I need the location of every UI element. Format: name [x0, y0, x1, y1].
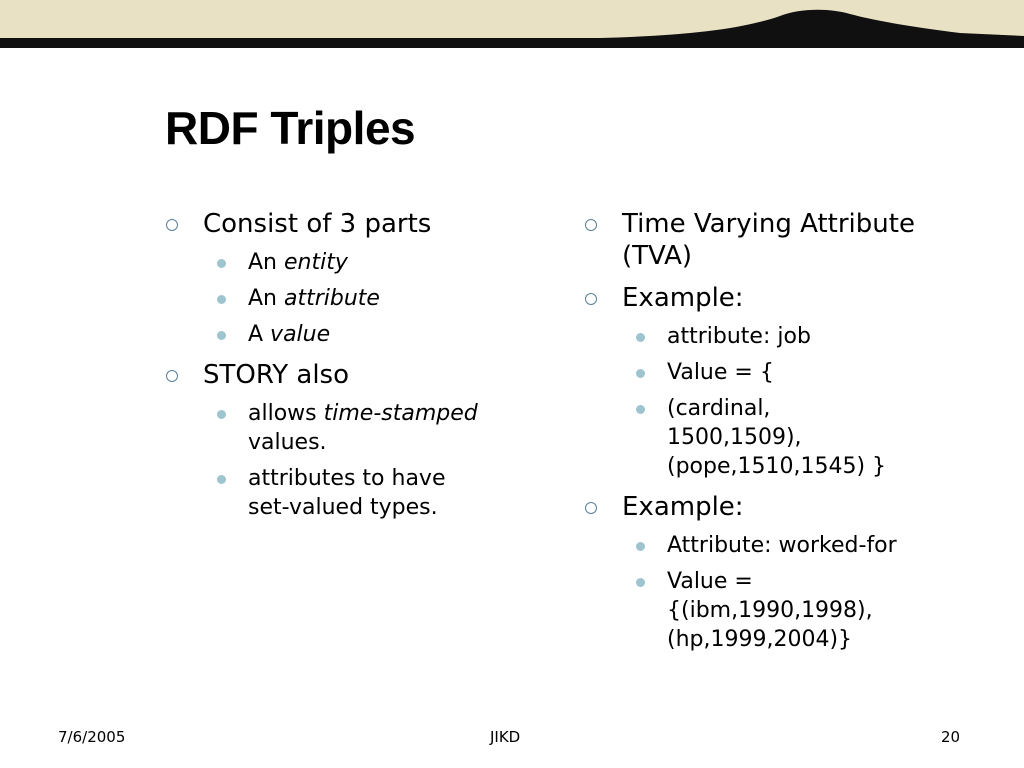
bullet-consist-of-3-parts: Consist of 3 parts An entity An attribut… [162, 208, 562, 349]
hollow-circle-bullet-icon [166, 370, 178, 382]
sub-bullet-ibm-hp: Value = {(ibm,1990,1998), (hp,1999,2004)… [622, 567, 981, 654]
slide-title: RDF Triples [165, 102, 416, 154]
bullet-text: Example: [622, 492, 744, 522]
sub-bullet-prefix: allows [248, 401, 324, 426]
sub-bullet-entity: An entity [203, 248, 562, 277]
filled-dot-bullet-icon [636, 542, 645, 551]
footer-center-label: JIKD [490, 728, 521, 746]
sub-bullet-line-2: {(ibm,1990,1998), [667, 598, 873, 623]
header-landscape-banner [0, 0, 1024, 48]
filled-dot-bullet-icon [217, 331, 226, 340]
sub-bullet-emphasis: time-stamped [323, 401, 478, 426]
hollow-circle-bullet-icon [585, 502, 597, 514]
hollow-circle-bullet-icon [166, 219, 178, 231]
bullet-line-2: (TVA) [622, 241, 693, 271]
filled-dot-bullet-icon [217, 475, 226, 484]
hollow-circle-bullet-icon [585, 219, 597, 231]
bullet-example-job: Example: attribute: job Value = { (cardi… [581, 282, 981, 481]
sub-bullet-attribute-job: attribute: job [622, 322, 981, 351]
sub-bullet-list: attribute: job Value = { (cardinal, 1500… [622, 322, 981, 481]
filled-dot-bullet-icon [636, 405, 645, 414]
bullet-line-1: Time Varying Attribute [622, 209, 915, 239]
sub-bullet-attribute: An attribute [203, 284, 562, 313]
sub-bullet-value: A value [203, 320, 562, 349]
sub-bullet-emphasis: attribute [284, 286, 380, 311]
right-bullet-column: Time Varying Attribute (TVA) Example: at… [581, 208, 981, 664]
sub-bullet-line-2: 1500,1509), [667, 425, 802, 450]
sub-bullet-list: An entity An attribute A value [203, 248, 562, 349]
left-bullet-column: Consist of 3 parts An entity An attribut… [162, 208, 562, 532]
sub-bullet-line-1: Value = [667, 569, 753, 594]
sub-bullet-prefix: An [248, 250, 284, 275]
sub-bullet-prefix: An [248, 286, 284, 311]
sub-bullet-line-1: (cardinal, [667, 396, 771, 421]
bullet-tva: Time Varying Attribute (TVA) [581, 208, 981, 272]
sub-bullet-time-stamped: allows time-stamped values. [203, 399, 562, 457]
sub-bullet-line-3: (hp,1999,2004)} [667, 627, 853, 652]
filled-dot-bullet-icon [636, 369, 645, 378]
filled-dot-bullet-icon [217, 410, 226, 419]
sub-bullet-set-valued: attributes to have set-valued types. [203, 464, 562, 522]
sub-bullet-line-2: values. [248, 430, 327, 455]
sub-bullet-list: Attribute: worked-for Value = {(ibm,1990… [622, 531, 981, 654]
bullet-text: Consist of 3 parts [203, 209, 432, 239]
filled-dot-bullet-icon [217, 295, 226, 304]
footer-page-number: 20 [941, 728, 961, 746]
bullet-text: STORY also [203, 360, 350, 390]
footer-date: 7/6/2005 [58, 728, 126, 746]
filled-dot-bullet-icon [217, 259, 226, 268]
sub-bullet-line-2: set-valued types. [248, 495, 438, 520]
hollow-circle-bullet-icon [585, 293, 597, 305]
sub-bullet-text: attribute: job [667, 324, 811, 349]
bullet-example-worked-for: Example: Attribute: worked-for Value = {… [581, 491, 981, 654]
sub-bullet-value-open: Value = { [622, 358, 981, 387]
bullet-story-also: STORY also allows time-stamped values. a… [162, 359, 562, 522]
sub-bullet-text: Value = { [667, 360, 774, 385]
sub-bullet-list: allows time-stamped values. attributes t… [203, 399, 562, 522]
sub-bullet-worked-for: Attribute: worked-for [622, 531, 981, 560]
sub-bullet-cardinal-pope: (cardinal, 1500,1509), (pope,1510,1545) … [622, 394, 981, 481]
sub-bullet-text: Attribute: worked-for [667, 533, 897, 558]
sub-bullet-line-3: (pope,1510,1545) } [667, 454, 887, 479]
sub-bullet-line-1: attributes to have [248, 466, 446, 491]
filled-dot-bullet-icon [636, 578, 645, 587]
sub-bullet-prefix: A [248, 322, 271, 347]
sub-bullet-emphasis: entity [284, 250, 348, 275]
sub-bullet-emphasis: value [270, 322, 331, 347]
bullet-text: Example: [622, 283, 744, 313]
filled-dot-bullet-icon [636, 333, 645, 342]
